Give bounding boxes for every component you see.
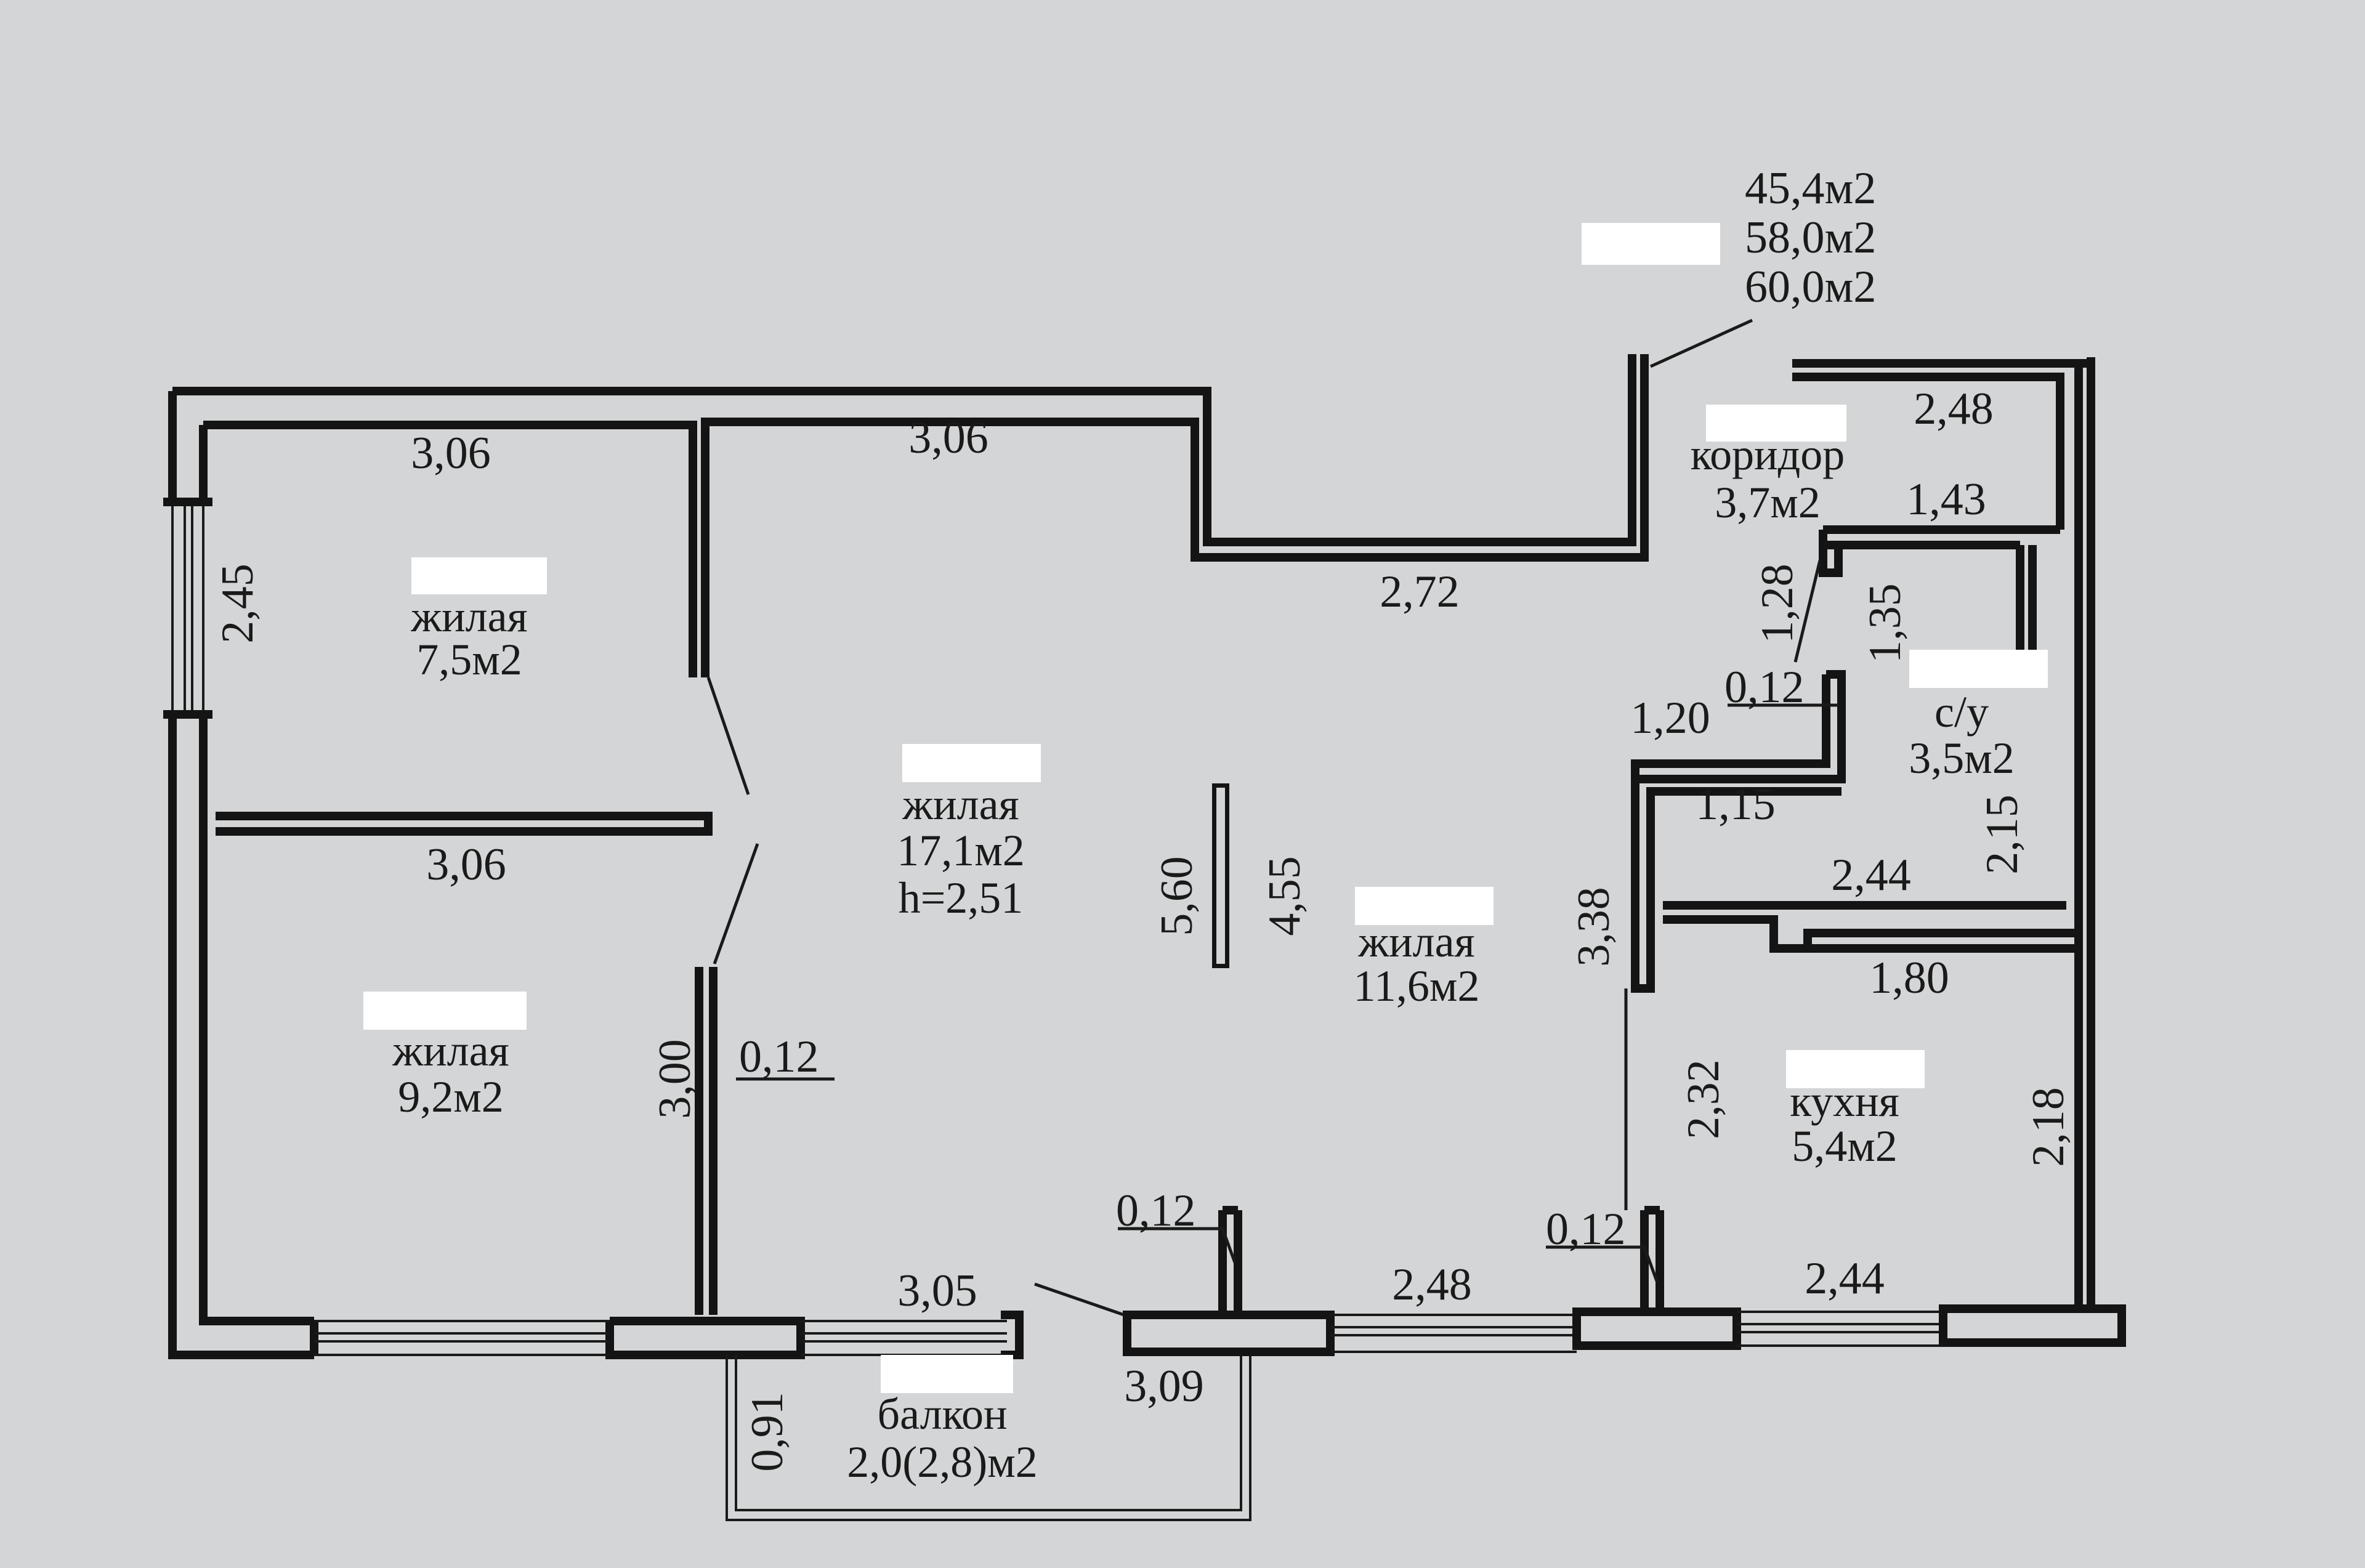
- dim-wall-thickness-bottom-2: 0,12: [1546, 1204, 1626, 1255]
- dim-top-bedroom-width: 3,06: [411, 428, 491, 479]
- total-area-with-balcony: 60,0м2: [1745, 262, 1876, 312]
- room-type: балкон: [877, 1389, 1007, 1439]
- outer-wall-bottom-left: [310, 1317, 805, 1359]
- dim-living-bottom-width: 3,05: [897, 1266, 977, 1316]
- bathroom-top-wall: [1819, 525, 2060, 577]
- bottom-window-3: [1330, 1314, 1577, 1353]
- dim-bath-bottom-width: 2,44: [1831, 850, 1911, 900]
- outer-wall-bottom-right: [1572, 1307, 1741, 1350]
- bathroom-bottom-wall: [1663, 901, 2079, 953]
- bottom-window-1: [314, 1320, 610, 1356]
- room-type: жилая: [392, 1026, 509, 1075]
- dim-right-living-bottom-width: 2,48: [1392, 1259, 1472, 1310]
- room-area: 3,5м2: [1909, 733, 2015, 783]
- dim-niche-width: 2,72: [1380, 567, 1460, 617]
- bedroom-living-wall: [695, 967, 718, 1315]
- outer-wall-bottom-end: [1939, 1304, 2126, 1347]
- room-area: 17,1м2: [897, 826, 1025, 875]
- outer-wall-right: [1792, 357, 2095, 1309]
- leader-lines: [736, 318, 1838, 1317]
- room-living-right: жилая 11,6м2: [1354, 917, 1480, 1011]
- left-window: [163, 498, 212, 719]
- walls: [163, 354, 2126, 1359]
- room-type: жилая: [410, 592, 527, 641]
- area-totals: 45,4м2 58,0м2 60,0м2: [1745, 163, 1876, 312]
- dim-left-window-height: 2,45: [212, 564, 263, 644]
- dim-wall-thickness-living: 0,12: [739, 1032, 819, 1082]
- room-bedroom-bottom: жилая 9,2м2: [392, 1026, 509, 1121]
- total-living-area: 45,4м2: [1745, 163, 1876, 214]
- room-type: коридор: [1691, 430, 1845, 479]
- room-area: 11,6м2: [1354, 961, 1480, 1011]
- door-swing-top: [706, 677, 750, 795]
- room-kitchen: кухня 5,4м2: [1790, 1077, 1899, 1171]
- balcony-outline: [726, 1355, 1251, 1521]
- outer-wall-top-inner: [203, 354, 1649, 677]
- room-balcony: балкон 2,0(2,8)м2: [847, 1389, 1038, 1487]
- outer-wall-left: [168, 391, 314, 1359]
- dim-right-room-height: 3,38: [1569, 887, 1619, 967]
- partition-stub-bottom-2: [1640, 1206, 1664, 1309]
- bathroom-right-inner: [2016, 545, 2037, 653]
- room-bedroom-top: жилая 7,5м2: [410, 592, 527, 684]
- dim-balcony-depth: 0,91: [742, 1392, 793, 1472]
- room-corridor: коридор 3,7м2: [1691, 430, 1845, 527]
- room-type: кухня: [1790, 1077, 1899, 1126]
- total-area: 58,0м2: [1745, 212, 1876, 263]
- dim-bath-side-height: 2,15: [1977, 794, 2027, 875]
- room-area: 5,4м2: [1792, 1121, 1898, 1171]
- bottom-window-4: [1737, 1311, 1943, 1347]
- room-height: h=2,51: [899, 873, 1024, 923]
- room-area: 9,2м2: [398, 1072, 504, 1121]
- dim-wall-thickness-bottom-1: 0,12: [1116, 1186, 1196, 1236]
- dimension-labels: 3,06 3,06 2,72 2,48 1,43 2,45 3,06 3,00 …: [212, 384, 2074, 1472]
- redaction-boxes: [363, 223, 2048, 1393]
- outer-wall-bottom-mid: [1123, 1311, 1335, 1356]
- dim-bath-inner-width: 1,15: [1696, 779, 1776, 830]
- dim-kitchen-left-height: 2,32: [1678, 1059, 1729, 1139]
- dim-living-top-width: 3,06: [908, 413, 988, 463]
- dim-kitchen-top-width: 1,80: [1869, 953, 1949, 1003]
- dim-bedroom-bottom-wall: 3,00: [650, 1039, 700, 1119]
- dim-bath-height: 1,35: [1860, 583, 1910, 663]
- dim-bedroom-divider-width: 3,06: [426, 839, 506, 890]
- dim-kitchen-bottom-width: 2,44: [1805, 1253, 1885, 1304]
- dim-balcony-width: 3,09: [1124, 1361, 1204, 1412]
- dim-bath-step: 1,20: [1630, 693, 1710, 743]
- outer-wall-top: [172, 354, 1636, 546]
- dim-corridor-left-height: 1,28: [1752, 564, 1803, 644]
- room-bathroom: с/у 3,5м2: [1909, 687, 2015, 783]
- room-area: 7,5м2: [416, 635, 522, 684]
- room-type: с/у: [1934, 687, 1989, 737]
- room-area: 2,0(2,8)м2: [847, 1437, 1038, 1487]
- bottom-window-2: [801, 1320, 1007, 1356]
- dim-column-inner: 4,55: [1259, 856, 1310, 936]
- dim-column-outer: 5,60: [1152, 856, 1202, 936]
- room-labels: жилая 7,5м2 жилая 9,2м2 жилая 17,1м2 h=2…: [392, 430, 2014, 1487]
- room-living: жилая 17,1м2 h=2,51: [897, 780, 1025, 923]
- dim-bathroom-top-width: 1,43: [1906, 474, 1986, 525]
- room-type: жилая: [902, 780, 1019, 829]
- room-area: 3,7м2: [1715, 478, 1821, 527]
- room-type: жилая: [1357, 917, 1474, 966]
- bathroom-left-wall: [1631, 670, 1846, 993]
- bedroom-divider-wall: [216, 812, 713, 836]
- dim-wall-thickness-bath: 0,12: [1724, 662, 1805, 713]
- dim-corridor-top-width: 2,48: [1914, 384, 1994, 434]
- door-swing-bottom: [713, 843, 759, 964]
- dim-kitchen-right-height: 2,18: [2023, 1087, 2074, 1167]
